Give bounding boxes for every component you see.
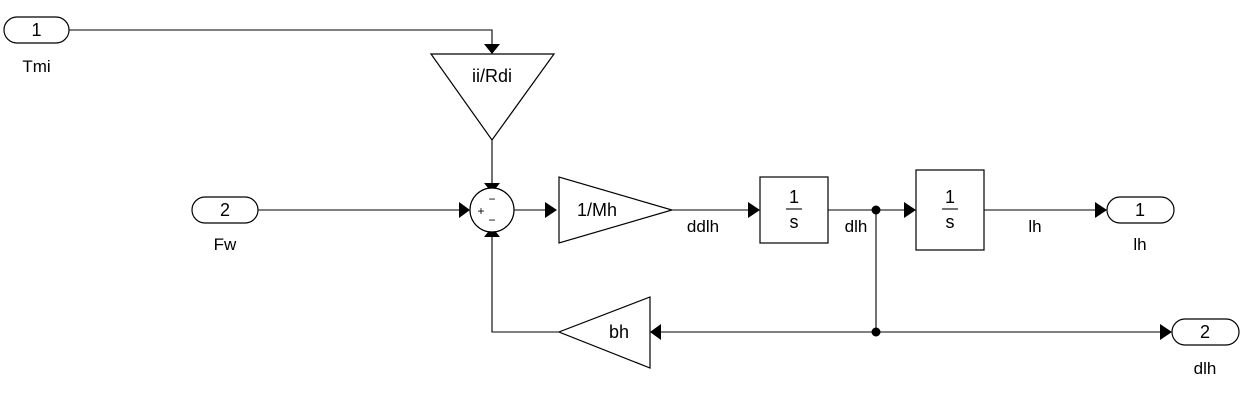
signal-label-lh: lh xyxy=(1028,217,1041,236)
outport-lh[interactable] xyxy=(1106,196,1175,224)
outport-lh-number: 1 xyxy=(1135,200,1145,220)
inport-tmi[interactable] xyxy=(3,16,70,44)
arrowhead xyxy=(1160,324,1172,340)
gain-bh-label: bh xyxy=(609,322,629,342)
integrator-2-denominator: s xyxy=(946,212,955,232)
sum-sign-left: + xyxy=(477,204,484,218)
inport-tmi-number: 1 xyxy=(31,20,41,40)
gain-inv-mh-label: 1/Mh xyxy=(577,200,617,220)
integrator-1-numerator: 1 xyxy=(789,187,799,207)
branch-point xyxy=(871,205,881,215)
inport-fw-label: Fw xyxy=(214,235,237,254)
wire-bh-to-sum xyxy=(491,236,559,333)
integrator-2[interactable] xyxy=(915,169,985,251)
arrowhead xyxy=(545,202,557,218)
arrowhead xyxy=(459,202,470,218)
sum-sign-bottom: − xyxy=(488,213,495,227)
signal-label-dlh: dlh xyxy=(845,217,868,236)
branch-point xyxy=(871,327,881,337)
outport-dlh-label: dlh xyxy=(1194,359,1217,378)
integrator-2-numerator: 1 xyxy=(945,187,955,207)
gain-ii-rdi[interactable] xyxy=(429,53,556,142)
inport-fw[interactable] xyxy=(191,196,259,224)
outport-dlh-number: 2 xyxy=(1200,322,1210,342)
gain-inv-mh[interactable] xyxy=(558,176,675,244)
inport-fw-number: 2 xyxy=(220,200,230,220)
sum-block[interactable] xyxy=(469,187,515,233)
gain-bh[interactable] xyxy=(557,296,651,369)
arrowhead xyxy=(1095,202,1107,218)
wire-tmi-to-gain xyxy=(69,29,493,44)
arrowhead xyxy=(904,202,916,218)
gain-ii-rdi-label: ii/Rdi xyxy=(472,66,512,86)
integrator-1[interactable] xyxy=(759,176,829,244)
inport-tmi-label: Tmi xyxy=(22,57,50,76)
sum-sign-top: − xyxy=(488,192,495,206)
integrator-1-denominator: s xyxy=(790,212,799,232)
outport-dlh[interactable] xyxy=(1171,318,1240,346)
arrowhead xyxy=(650,324,661,340)
outport-lh-label: lh xyxy=(1133,235,1146,254)
arrowhead xyxy=(748,202,760,218)
arrowhead xyxy=(484,44,500,54)
signal-label-ddlh: ddlh xyxy=(687,217,719,236)
